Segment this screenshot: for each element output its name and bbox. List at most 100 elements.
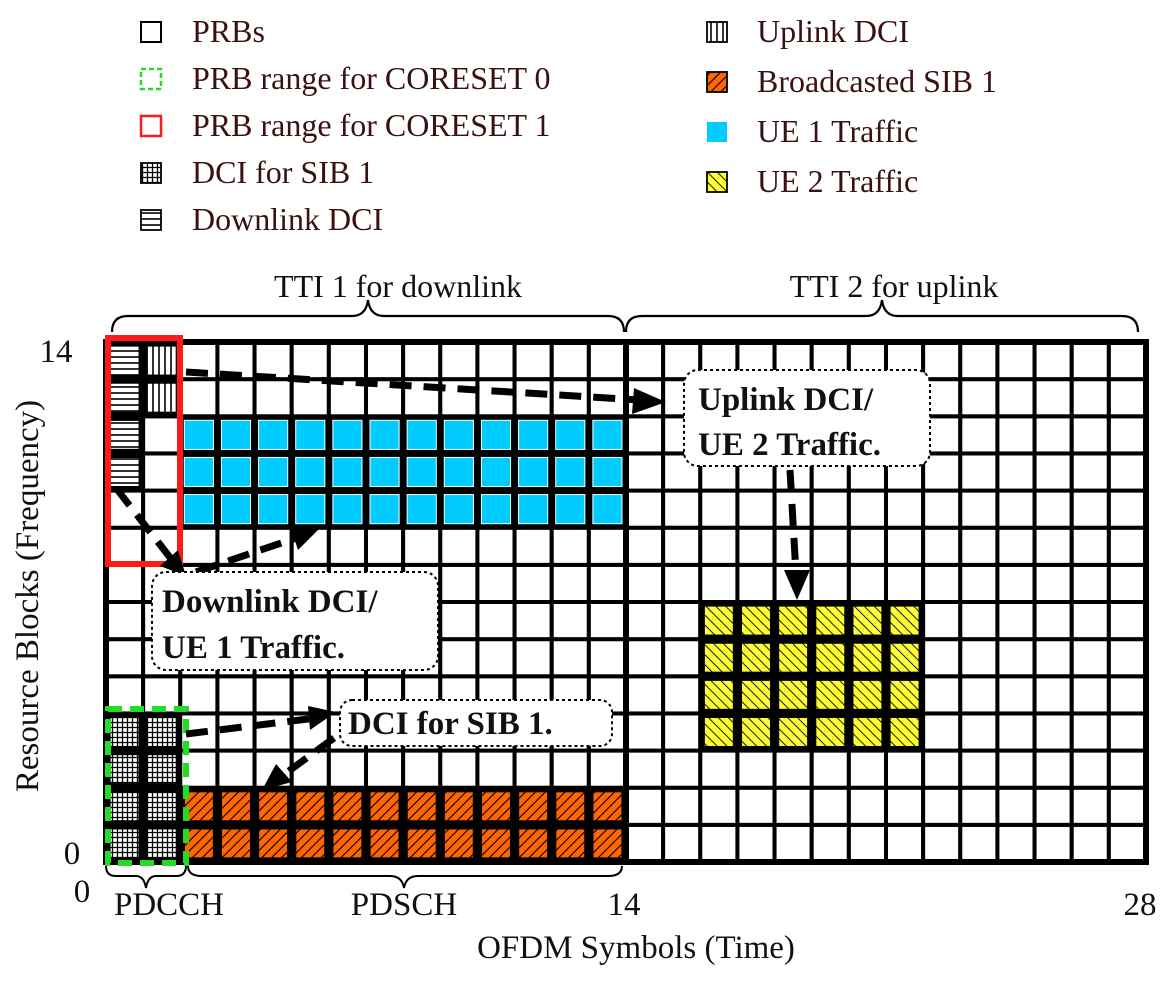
arrow-to-uplink-callout <box>185 368 641 404</box>
ue2-fill <box>740 716 772 748</box>
prb-cell <box>735 822 777 864</box>
arrow-sib-dci <box>185 714 317 738</box>
sib-fill <box>332 791 363 822</box>
ue2-fill <box>703 605 735 636</box>
prb-cell <box>549 562 591 604</box>
ue2-fill <box>889 679 920 711</box>
prb-cell <box>735 562 777 604</box>
ue1-fill <box>369 419 400 450</box>
coreset1-outline <box>105 335 183 567</box>
sib-fill <box>295 828 326 859</box>
ue2-fill <box>889 605 920 636</box>
ue2-fill <box>815 679 846 711</box>
prb-cell <box>1032 377 1074 419</box>
prb-cell <box>809 525 851 567</box>
prb-cell <box>624 674 666 716</box>
ue1-fill <box>592 419 623 450</box>
prb-cell <box>661 637 703 679</box>
prb-cell <box>1032 674 1074 716</box>
legend-label-ul-dci: Uplink DCI <box>757 13 909 49</box>
downlink-callout: Downlink DCI/ UE 1 Traffic. <box>151 571 439 671</box>
dl-dci-fill <box>109 419 140 451</box>
prb-cell <box>178 377 220 419</box>
sib-fill <box>480 791 512 822</box>
dci-sib-fill <box>109 791 140 822</box>
dl-dci-fill <box>109 382 140 413</box>
ue1-fill <box>295 419 326 450</box>
prb-cell <box>1106 377 1149 419</box>
prb-cell <box>1032 562 1074 604</box>
prb-cell <box>661 711 703 753</box>
prb-cell <box>661 822 703 864</box>
uplink-callout-line1: Uplink DCI/ <box>698 382 874 418</box>
sib-fill <box>443 791 475 822</box>
vertical-hatch-icon <box>706 21 728 43</box>
coreset0-outline <box>105 706 189 866</box>
prb-cell <box>661 525 703 567</box>
prb-cell <box>958 377 1000 419</box>
ue2-fill <box>740 605 772 636</box>
prb-cell <box>995 340 1037 382</box>
sib-fill <box>592 791 623 822</box>
prb-cell <box>698 562 740 604</box>
red-square-icon <box>139 114 163 138</box>
prb-cell <box>809 748 851 790</box>
prb-cell <box>624 414 666 456</box>
prb-cell <box>364 525 406 567</box>
prb-cell <box>809 488 851 530</box>
prb-cell <box>1069 822 1111 864</box>
ue1-fill <box>555 456 586 488</box>
legend-label-dci-sib: DCI for SIB 1 <box>192 154 374 190</box>
arrowhead-sib <box>262 764 292 790</box>
prb-cell <box>1106 488 1149 530</box>
legend-label-coreset0: PRB range for CORESET 0 <box>192 60 551 96</box>
dci-sib-fill <box>109 753 140 785</box>
tti2-label: TTI 2 for uplink <box>790 268 999 304</box>
sib-fill <box>257 828 289 859</box>
ue1-fill <box>480 419 512 450</box>
ue2-fill <box>852 716 883 748</box>
prb-cell <box>698 822 740 864</box>
prb-cell <box>624 711 666 753</box>
arrow-to-sib <box>279 735 337 779</box>
ue1-fill <box>369 456 400 488</box>
prb-cell <box>661 785 703 827</box>
prb-cell <box>1106 340 1149 382</box>
prb-cell <box>661 674 703 716</box>
prb-cell <box>921 562 963 604</box>
sib-fill <box>592 828 623 859</box>
prb-cell <box>1032 822 1074 864</box>
ue2-fill <box>815 605 846 636</box>
prb-cell <box>624 822 666 864</box>
sib-fill <box>220 791 252 822</box>
prb-cell <box>215 674 257 716</box>
prb-cell <box>104 600 146 642</box>
prb-cell <box>735 748 777 790</box>
prb-cell <box>624 600 666 642</box>
ue2-fill <box>777 642 809 673</box>
prb-cell <box>1069 525 1111 567</box>
ue1-fill <box>183 456 214 488</box>
prb-cell <box>624 525 666 567</box>
prb-cell <box>586 637 628 679</box>
ue1-fill <box>518 419 549 450</box>
arrowhead-ue2 <box>784 570 810 600</box>
prb-cell <box>512 340 554 382</box>
ue1-fill <box>406 456 437 488</box>
ue1-fill <box>258 419 289 450</box>
dci-sib-fill <box>146 791 177 822</box>
prb-cell <box>661 600 703 642</box>
prb-cell <box>995 377 1037 419</box>
prb-cell <box>921 822 963 864</box>
prb-cell <box>1032 711 1074 753</box>
prb-cell <box>1032 414 1074 456</box>
arrow-to-ue1 <box>194 534 298 576</box>
prb-cell <box>698 748 740 790</box>
dci-sib-fill <box>146 716 177 748</box>
prb-cell <box>252 674 294 716</box>
sib-fill <box>183 791 215 822</box>
prb-cell <box>475 562 517 604</box>
arrowhead-ue1 <box>290 526 320 550</box>
ue2-fill <box>852 605 883 636</box>
ue1-fill <box>295 456 326 488</box>
